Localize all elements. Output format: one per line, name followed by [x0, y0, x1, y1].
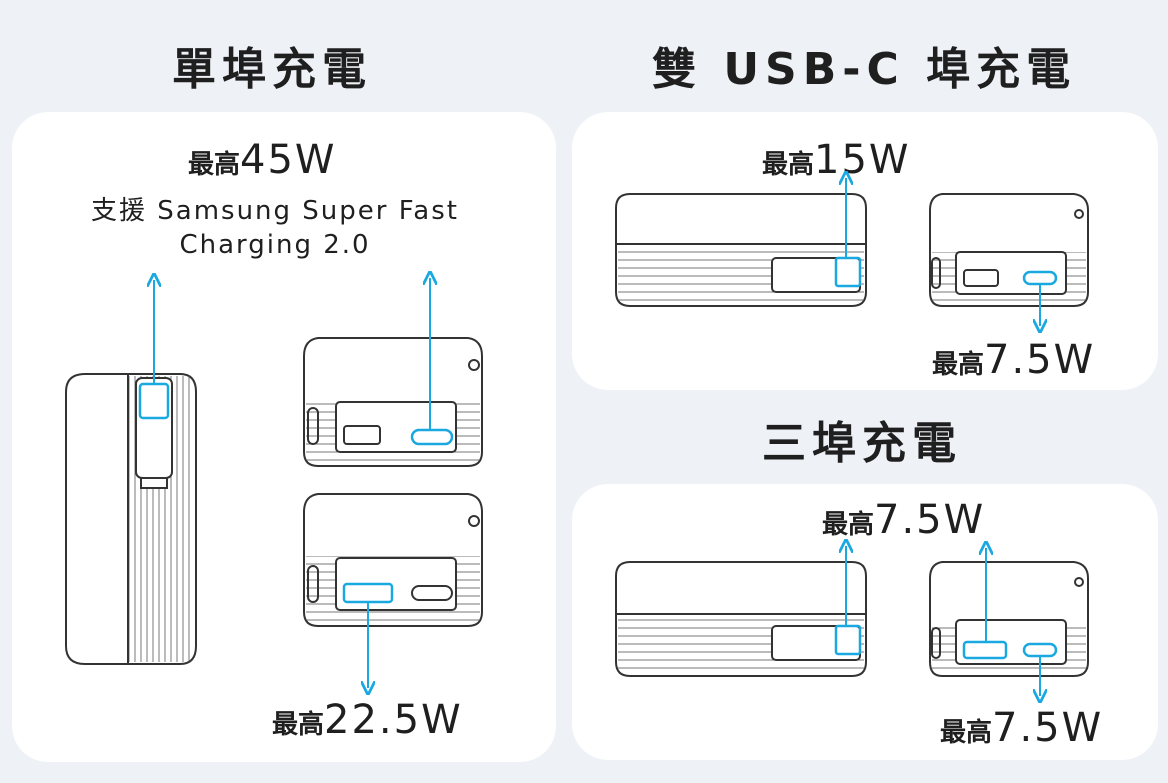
triple-top-prefix: 最高 [822, 510, 875, 540]
dual-bottom-prefix: 最高 [932, 350, 985, 380]
samsung-support-line1: 支援 Samsung Super Fast [91, 196, 459, 226]
single-bottom-prefix: 最高 [272, 710, 325, 740]
single-front-charger-top-icon [303, 337, 483, 467]
triple-top-power-label: 最高7.5W [822, 500, 985, 540]
single-bottom-value: 22.5W [324, 697, 463, 743]
single-bottom-power-label: 最高22.5W [272, 700, 463, 740]
triple-bottom-value: 7.5W [992, 705, 1104, 751]
single-front-charger-bottom-icon [303, 493, 483, 627]
triple-side-charger-icon [615, 561, 867, 677]
dual-bottom-power-label: 最高7.5W [932, 340, 1095, 380]
dual-top-power-label: 最高15W [762, 140, 910, 180]
single-top-power-label: 最高45W [188, 140, 336, 180]
triple-top-value: 7.5W [874, 497, 986, 543]
dual-bottom-value: 7.5W [984, 337, 1096, 383]
dual-usbc-title: 雙 USB-C 埠充電 [652, 44, 1077, 95]
dual-top-prefix: 最高 [762, 150, 815, 180]
single-side-charger-icon [65, 373, 197, 665]
triple-side-usbc-highlight [834, 624, 862, 656]
dual-side-charger-icon [615, 193, 867, 307]
triple-port-title: 三埠充電 [762, 418, 962, 469]
samsung-support-line2: Charging 2.0 [179, 230, 371, 260]
single-port-title: 單埠充電 [172, 44, 372, 95]
single-top-prefix: 最高 [188, 150, 241, 180]
triple-bottom-prefix: 最高 [940, 718, 993, 748]
dual-top-value: 15W [814, 137, 911, 183]
dual-side-usbc-highlight [834, 256, 862, 288]
samsung-support-text: 支援 Samsung Super Fast Charging 2.0 [40, 194, 510, 262]
triple-front-charger-icon [929, 561, 1089, 677]
triple-bottom-power-label: 最高7.5W [940, 708, 1103, 748]
single-front-usbc-highlight [410, 428, 454, 446]
dual-front-charger-icon [929, 193, 1089, 307]
single-top-value: 45W [240, 137, 337, 183]
